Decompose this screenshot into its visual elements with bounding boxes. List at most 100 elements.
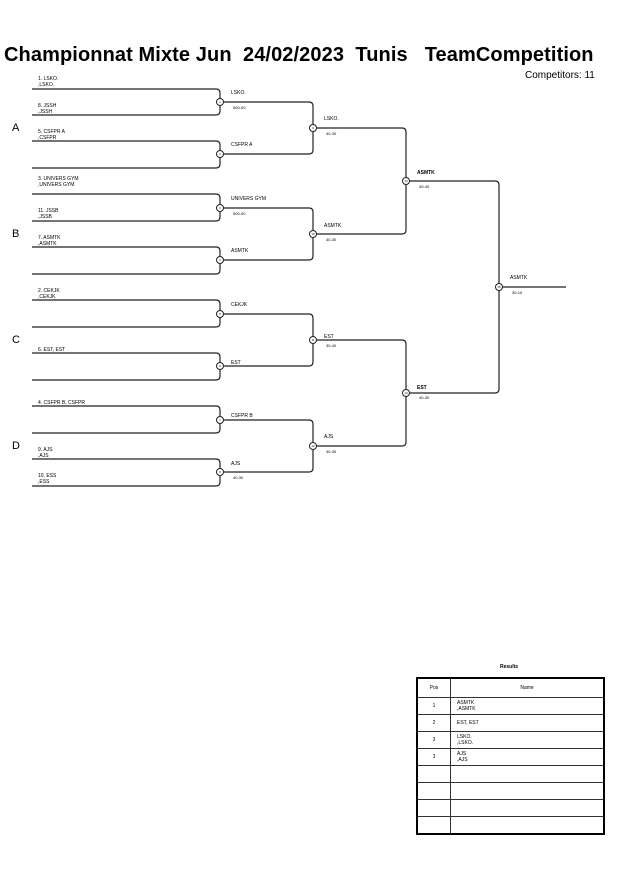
entry-name: 9. AJS [38,447,53,453]
result-pos [416,816,451,835]
match-node-13 [402,177,410,185]
entry-club: ,UNIVERS GYM [38,182,75,188]
entry-name: 6. EST, EST [38,347,66,353]
result-pos: 1 [416,697,451,715]
match-node-15 [495,283,503,291]
match-number-13: 13 [404,179,408,183]
match-number-2: 2 [219,152,221,156]
entry-club: ,AJS [38,453,49,459]
r1-score-1: 500-00 [233,105,246,110]
pos-header: Pos [416,677,451,698]
match-node-11 [309,336,317,344]
r3-score-1: 30-40 [419,184,430,189]
r1-winner-2: CSFPR A [231,142,253,148]
results-row [416,816,605,835]
entry-2: 8. JSSH ,JSSH [38,103,56,115]
entry-8: 6. EST, EST [38,347,65,353]
result-name: ASMTK,ASMTK [450,697,605,715]
match-node-10 [309,230,317,238]
entry-11: 10. ESS ,ESS [38,473,56,485]
entry-4: 3. UNIVERS GYM ,UNIVERS GYM [38,176,79,188]
match-node-14 [402,389,410,397]
result-name-line1: LSKO. [457,734,472,740]
entry-name: 8. JSSH [38,103,57,109]
r3-score-2: 40-30 [419,395,430,400]
result-name-line2: ,ASMTK [457,706,476,712]
match-node-2 [216,150,224,158]
result-name-line2: ,LSKO. [457,740,474,746]
entry-name: 11. JSSB [38,208,59,214]
bracket-r1-3 [32,193,221,222]
result-name [450,799,605,817]
r1-score-8: 40-30 [233,475,244,480]
match-number-8: 8 [219,470,221,474]
match-node-5 [216,310,224,318]
r1-winner-7: CSFPR B [231,413,253,419]
match-number-10: 10 [311,232,315,236]
entry-club: ,ESS [38,479,50,485]
bracket-r3-2 [313,339,407,447]
entry-5: 11. JSSB ,JSSB [38,208,58,220]
result-pos [416,799,451,817]
match-node-9 [309,124,317,132]
r1-score-3: 500-00 [233,211,246,216]
entry-10: 9. AJS ,AJS [38,447,52,459]
entry-name: 3. UNIVERS GYM [38,176,79,182]
bracket-sf [406,180,500,394]
result-pos: 3 [416,748,451,766]
entry-name: 1. LSKO. [38,76,59,82]
r1-winner-3: UNIVERS GYM [231,196,267,202]
r1-winner-6: EST [231,360,241,366]
group-label-c: C [12,334,20,346]
match-number-5: 5 [219,312,221,316]
page-title: Championnat Mixte Jun 24/02/2023 Tunis T… [4,44,594,66]
match-node-8 [216,468,224,476]
name-header: Name [450,677,605,698]
r2-winner-1: LSKO. [324,116,339,122]
bracket-r1-8 [32,458,221,487]
results-row [416,782,605,800]
final-score: 30-10 [512,290,523,295]
match-number-4: 4 [219,258,221,262]
entry-club: ,ASMTK [38,241,57,247]
match-number-11: 11 [311,338,314,342]
result-name-line2: ,AJS [457,757,468,763]
match-number-9: 9 [312,126,314,130]
bracket-r1-4 [32,246,221,275]
match-node-3 [216,204,224,212]
bracket-r2-3 [220,313,314,367]
r1-winner-4: ASMTK [231,248,249,254]
r3-winner-1: ASMTK [417,170,435,176]
result-name [450,782,605,800]
match-number-14: 14 [404,391,408,395]
entry-name: 2. CEKJK [38,288,60,294]
entry-club: ,LSKO. [38,82,55,88]
match-node-6 [216,362,224,370]
bracket-r1-2 [32,140,221,169]
result-pos: 3 [416,731,451,749]
entry-3: 5. CSFPR A ,CSFPR [38,129,65,141]
result-name [450,816,605,835]
bracket-r1-1 [32,88,221,116]
results-row [416,799,605,817]
result-name-line1: EST, EST [457,720,479,726]
r3-winner-2: EST [417,385,427,391]
entry-1: 1. LSKO. ,LSKO. [38,76,58,88]
result-name-line1: AJS [457,751,467,757]
entry-name: 4. CSFPR B, CSFPR [38,400,85,406]
group-label-d: D [12,440,20,452]
match-number-15: 15 [497,285,501,289]
r2-score-3: 30-40 [326,343,337,348]
match-number-6: 6 [219,364,221,368]
results-title: Results [500,664,519,670]
result-name-line1: ASMTK [457,700,475,706]
r2-winner-3: EST [324,334,334,340]
entry-club: ,CEKJK [38,294,56,300]
r1-winner-5: CEKJK [231,302,248,308]
competitors-count: Competitors: 11 [525,70,595,81]
result-name: LSKO.,LSKO. [450,731,605,749]
bracket-r1-7 [32,405,221,434]
r2-winner-4: AJS [324,434,334,440]
